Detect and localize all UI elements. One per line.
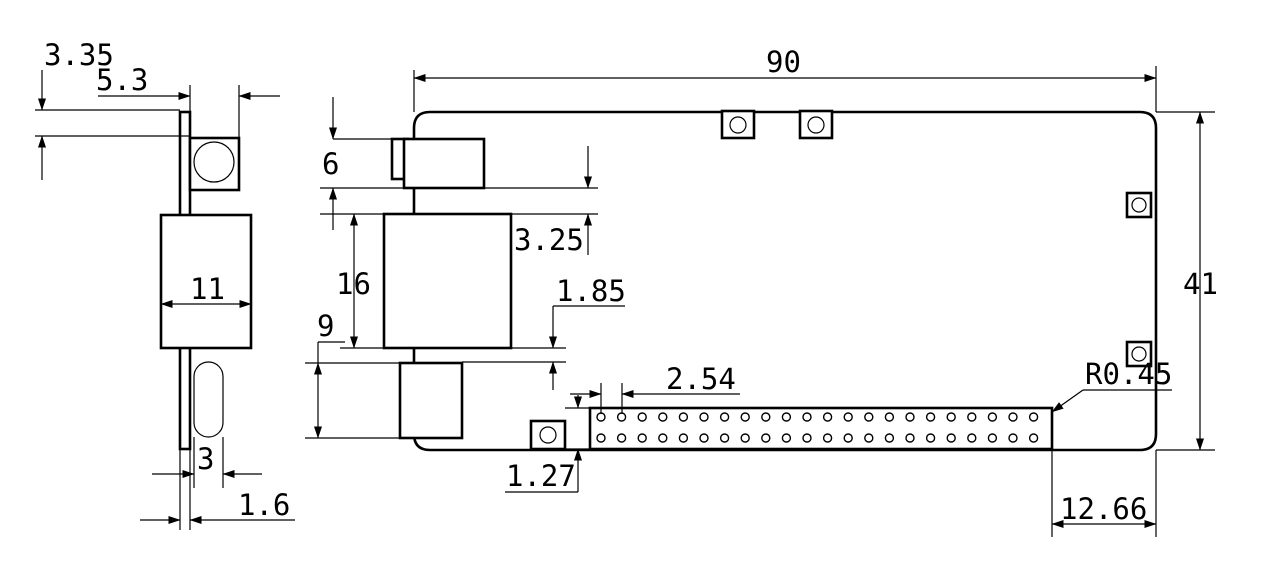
header-pin <box>884 433 895 443</box>
dim-label-2-54: 2.54 <box>666 362 736 396</box>
header-pin <box>925 412 936 422</box>
dim-label-1-85: 1.85 <box>556 274 626 308</box>
dim-label-41: 41 <box>1183 267 1218 301</box>
header-pin <box>946 412 956 422</box>
header-pin <box>781 412 792 422</box>
dim-label-3-35: 3.35 <box>44 38 114 72</box>
mounting-pad <box>529 419 567 451</box>
header-pin <box>1028 412 1039 422</box>
header-pin <box>843 433 853 443</box>
pin-header <box>588 406 1054 451</box>
header-pin <box>822 433 833 443</box>
header-pin <box>740 412 750 422</box>
header-pin <box>761 433 771 443</box>
dim-label-90: 90 <box>766 45 801 79</box>
top-view: 90 41 6 3.25 16 1.85 <box>305 45 1218 537</box>
header-pin <box>864 412 874 422</box>
header-pin <box>740 433 750 443</box>
dim-label-16: 16 <box>336 267 371 301</box>
header-pin <box>761 412 771 422</box>
dim-label-r0-45: R0.45 <box>1085 357 1172 391</box>
side-view: 3.35 5.3 11 3 1.6 <box>35 38 295 530</box>
header-pin <box>699 433 709 443</box>
board-outline <box>412 110 1158 452</box>
header-pin <box>946 433 956 443</box>
pin-header-pins <box>596 412 1039 443</box>
header-pin <box>1008 412 1018 422</box>
dim-label-6: 6 <box>322 147 339 181</box>
dim-label-3: 3 <box>197 442 214 476</box>
header-pin <box>967 433 977 443</box>
top-connector <box>402 137 486 190</box>
header-pin <box>884 412 895 422</box>
header-pin <box>802 412 812 422</box>
header-pin <box>719 412 730 422</box>
usb-port <box>398 361 464 440</box>
header-pin <box>596 412 606 422</box>
mounting-pad <box>1125 340 1153 368</box>
header-pin <box>822 412 833 422</box>
header-pin <box>967 412 977 422</box>
header-pin <box>781 433 792 443</box>
header-pin <box>658 433 668 443</box>
header-pin <box>905 412 915 422</box>
header-pin <box>616 412 627 422</box>
header-pin <box>719 433 730 443</box>
header-pin <box>637 433 647 443</box>
dim-label-12-66: 12.66 <box>1060 492 1147 526</box>
header-pin <box>843 412 853 422</box>
header-pin <box>699 412 709 422</box>
header-pin <box>905 433 915 443</box>
side-jack <box>159 213 253 350</box>
header-pin <box>596 433 606 443</box>
dim-label-11: 11 <box>190 272 225 306</box>
header-pin <box>987 412 998 422</box>
dim-label-1-27: 1.27 <box>506 459 576 493</box>
header-pin <box>987 433 998 443</box>
side-button-cap <box>193 141 235 183</box>
jack <box>382 212 513 350</box>
header-pin <box>678 412 689 422</box>
header-pin <box>1008 433 1018 443</box>
header-pin <box>637 412 647 422</box>
header-pin <box>1028 433 1039 443</box>
side-button <box>188 136 241 192</box>
header-pin <box>658 412 668 422</box>
dim-label-3-25: 3.25 <box>514 223 584 257</box>
header-pin <box>678 433 689 443</box>
header-pin <box>616 433 627 443</box>
side-slot <box>193 361 224 438</box>
header-pin <box>864 433 874 443</box>
leader-line-r0-45 <box>1051 389 1084 413</box>
header-pin <box>925 433 936 443</box>
dim-label-9: 9 <box>317 309 334 343</box>
mounting-pad <box>798 109 834 140</box>
mounting-pad <box>720 109 756 140</box>
mounting-pad <box>1125 191 1153 219</box>
dim-label-5-3: 5.3 <box>96 63 148 97</box>
dim-label-1-6: 1.6 <box>238 488 290 522</box>
header-pin <box>802 433 812 443</box>
